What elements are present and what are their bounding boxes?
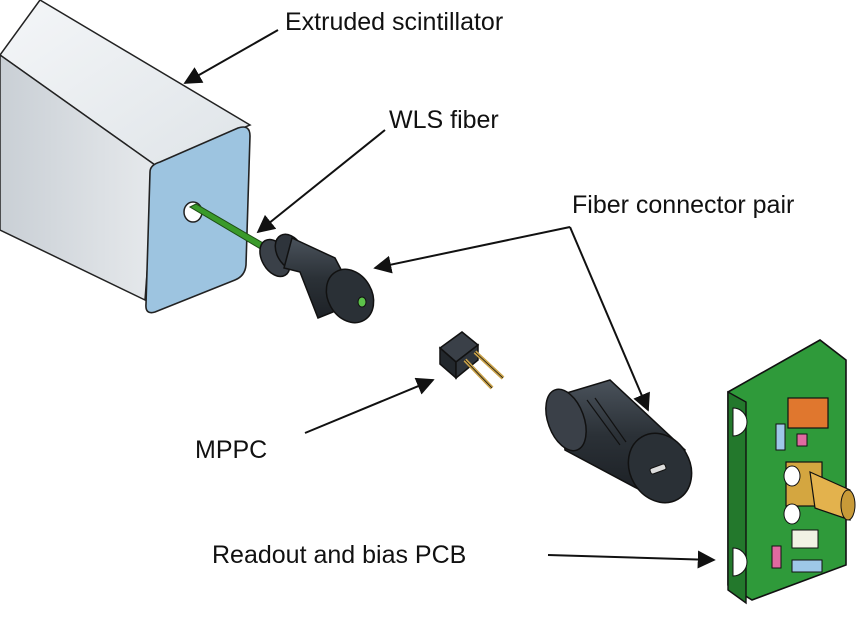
- scintillator-side-face: [0, 54, 156, 302]
- mppc-component: [438, 331, 505, 390]
- arrow-scintillator: [183, 29, 279, 84]
- label-pcb: Readout and bias PCB: [212, 541, 467, 569]
- leader-arrows: [183, 29, 716, 569]
- arrow-connector-right: [569, 226, 650, 412]
- pcb-board: [727, 339, 856, 605]
- fiber-connector-left: [259, 233, 375, 324]
- arrow-pcb: [547, 550, 716, 569]
- fiber-connector-right: [545, 379, 693, 504]
- label-connector-pair: Fiber connector pair: [572, 191, 795, 219]
- scintillator: [0, 0, 252, 314]
- label-scintillator: Extruded scintillator: [285, 8, 504, 36]
- orange-component: [787, 397, 829, 429]
- label-wls-fiber: WLS fiber: [389, 106, 499, 134]
- label-mppc: MPPC: [195, 436, 268, 464]
- arrow-mppc: [304, 377, 435, 434]
- arrow-connector-left: [373, 226, 571, 274]
- arrow-wls-fiber: [256, 129, 386, 234]
